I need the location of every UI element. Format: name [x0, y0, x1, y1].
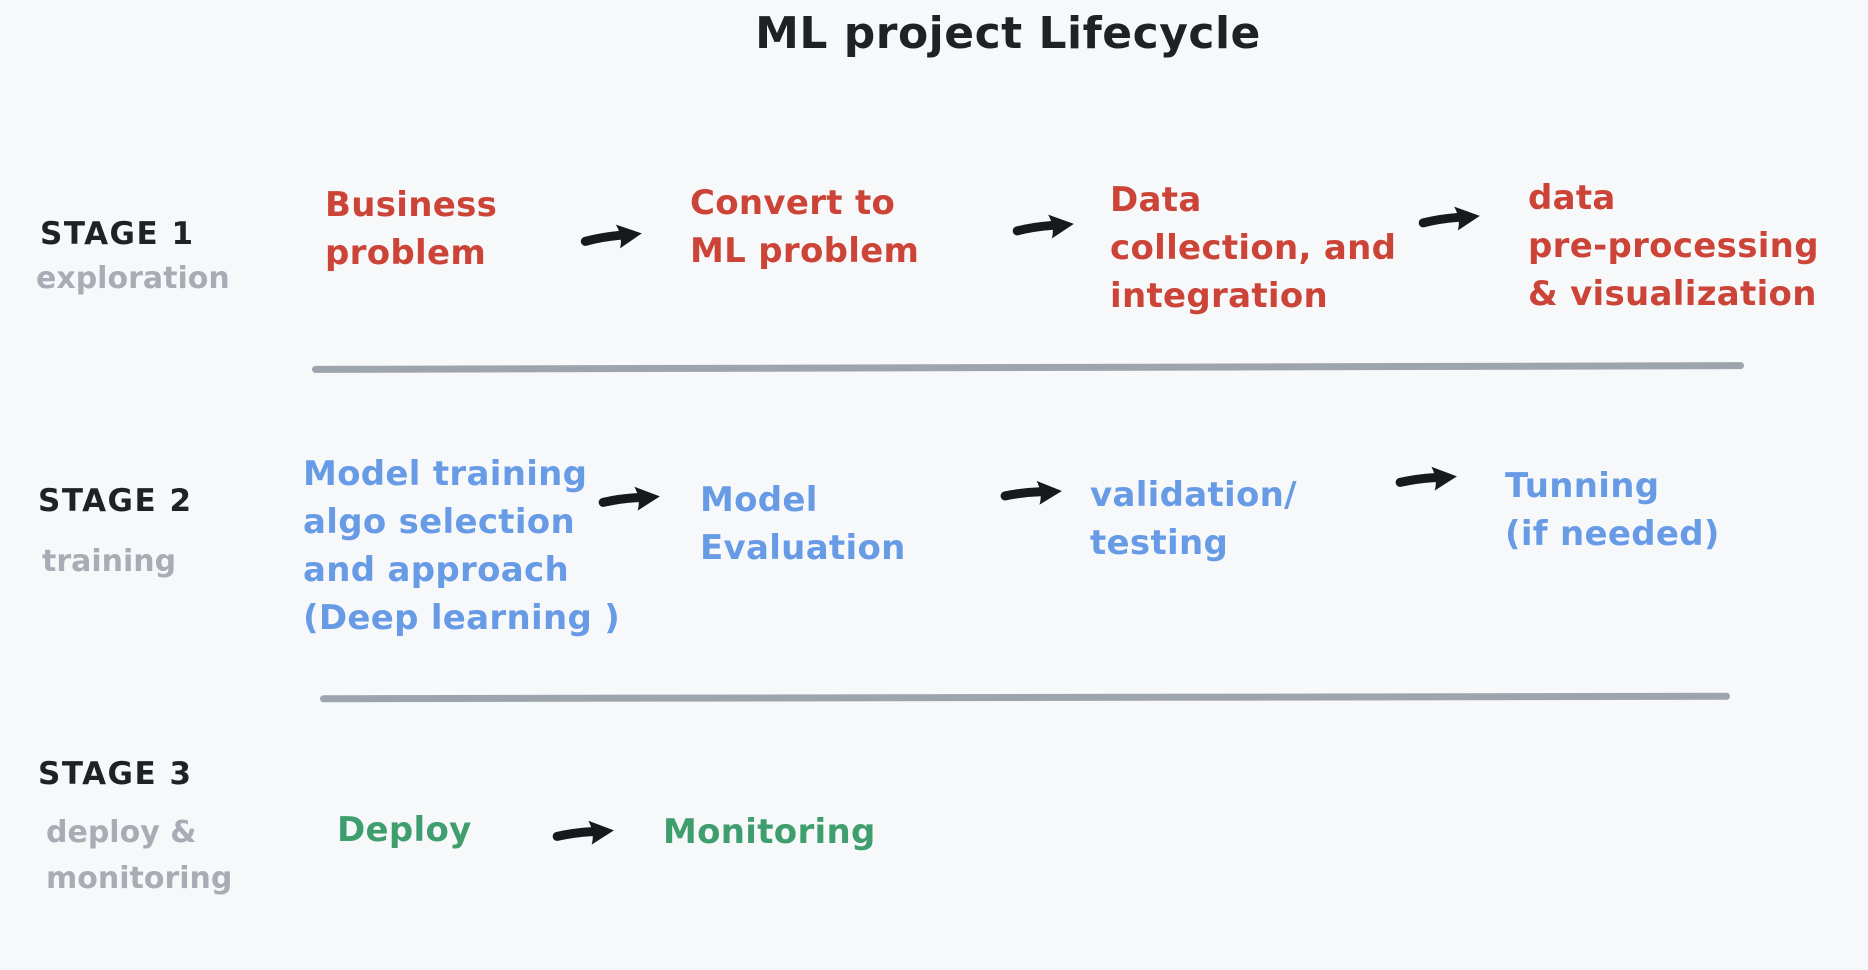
stage2-step-model-training: Model training algo selection and approa…	[303, 454, 621, 638]
flow-arrow-icon	[552, 820, 614, 845]
stage2-step-tuning: Tunning (if needed)	[1505, 466, 1720, 554]
diagram-title: ML project Lifecycle	[755, 8, 1261, 59]
stage3-step-monitoring: Monitoring	[663, 812, 876, 852]
stage1-step-preprocessing-visualization: data pre-processing & visualization	[1528, 178, 1819, 314]
stage-divider	[319, 692, 1731, 703]
stage1-label: STAGE 1	[40, 216, 195, 252]
stage3-sublabel: deploy & monitoring	[46, 815, 233, 896]
stage1-step-convert-to-ml: Convert to ML problem	[690, 183, 920, 271]
stage2-label: STAGE 2	[38, 483, 193, 519]
stage2-step-validation-testing: validation/ testing	[1090, 475, 1297, 563]
flow-arrow-icon	[1395, 466, 1457, 491]
stage-divider	[311, 362, 1745, 373]
flow-arrow-icon	[598, 486, 660, 511]
stage3-step-deploy: Deploy	[337, 810, 472, 850]
flow-arrow-icon	[1012, 214, 1074, 239]
flow-arrow-icon	[1000, 480, 1062, 505]
stage1-step-data-collection: Data collection, and integration	[1110, 180, 1397, 316]
stage2-step-model-evaluation: Model Evaluation	[700, 480, 906, 568]
flow-arrow-icon	[1418, 206, 1480, 231]
stage1-step-business-problem: Business problem	[325, 185, 498, 273]
flow-arrow-icon	[580, 224, 642, 249]
stage2-sublabel: training	[42, 544, 177, 579]
stage3-label: STAGE 3	[38, 756, 193, 792]
stage1-sublabel: exploration	[36, 261, 230, 296]
